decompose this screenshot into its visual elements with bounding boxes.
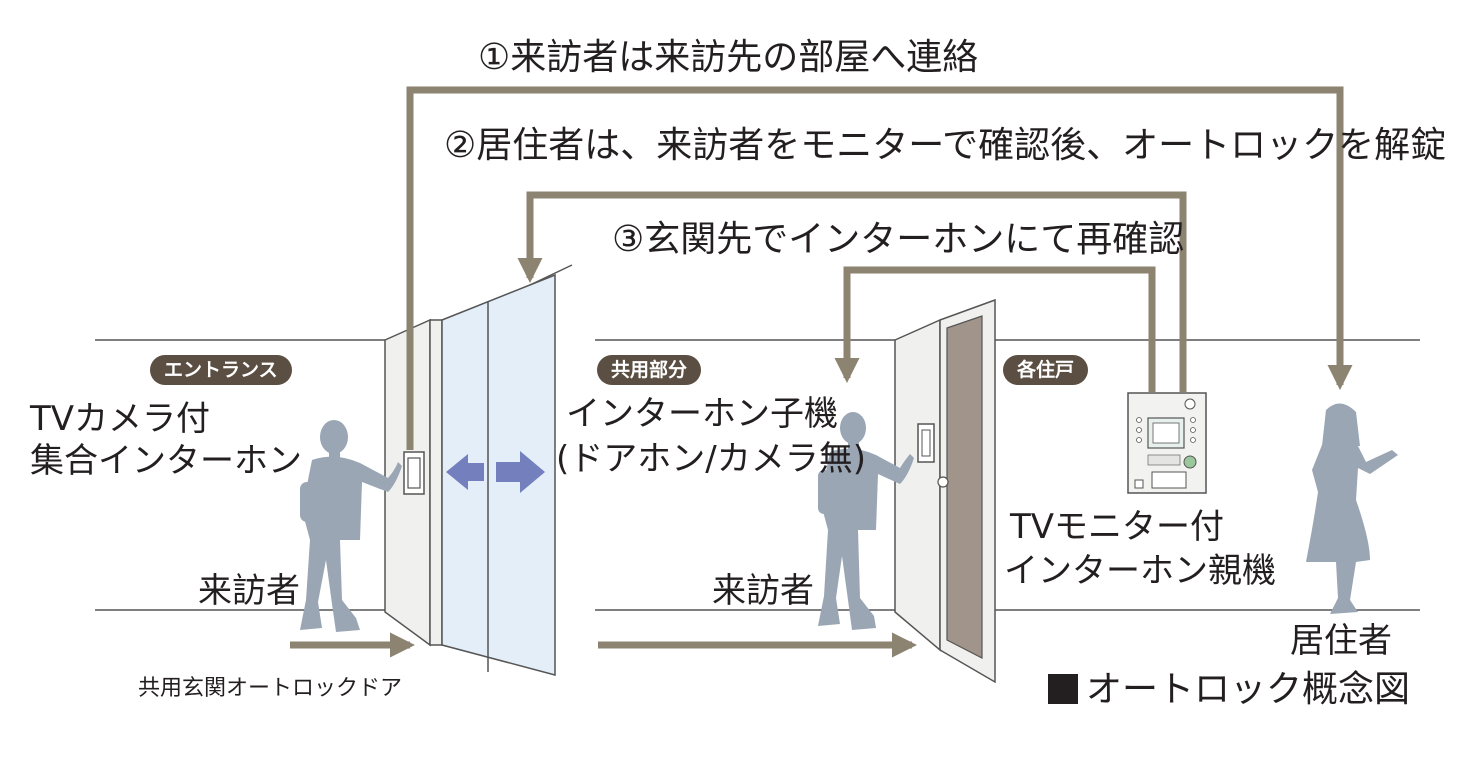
visitor-label-entrance: 来訪者 (198, 571, 300, 611)
visitor-figure-hall (818, 412, 914, 630)
unit-wall-panel (894, 318, 941, 652)
zone-badge-entrance: エントランス (150, 355, 292, 385)
figure-title-text: オートロック概念図 (1086, 669, 1411, 710)
video-monitor-icon (1127, 392, 1207, 494)
zone-badge-common: 共用部分 (597, 355, 702, 385)
step1-text: ①来訪者は来訪先の部屋へ連絡 (478, 37, 979, 78)
unit-door-inner-panel (946, 315, 983, 659)
door-knob-icon (937, 476, 949, 488)
wall-lines (95, 339, 1420, 611)
door-frame (429, 319, 443, 646)
hall-intercom-label-line2: (ドアホン/カメラ無) (556, 439, 866, 479)
unit-door (894, 298, 996, 684)
arrow-left-icon (446, 454, 484, 490)
resident-figure (1306, 403, 1398, 614)
step3-text: ③玄関先でインターホンにて再確認 (612, 219, 1185, 260)
visitor-label-hall: 来訪者 (712, 571, 814, 611)
entrance-intercom-label-line2: 集合インターホン (30, 441, 302, 481)
entrance-intercom-label-line1: TVカメラ付 (30, 399, 211, 439)
resident-label: 居住者 (1290, 621, 1392, 661)
monitor-label-line1: TVモニター付 (1010, 507, 1225, 547)
zone-badge-unit: 各住戸 (1003, 355, 1089, 385)
black-square-icon (1048, 674, 1078, 704)
step3-connector (834, 266, 1156, 392)
intercom-panel-icon (403, 451, 425, 495)
figure-title: オートロック概念図 (1048, 672, 1410, 708)
monitor-label-line2: インターホン親機 (1004, 551, 1276, 591)
visitor-figure-entrance (300, 420, 402, 632)
step2-connector (517, 191, 1187, 392)
step1-connector (406, 86, 1353, 450)
auto-door-label: 共用玄関オートロックドア (138, 676, 403, 701)
arrow-right-icon (496, 451, 545, 493)
hall-intercom-label-line1: インターホン子機 (566, 394, 838, 434)
step2-text: ②居住者は、来訪者をモニターで確認後、オートロックを解錠 (444, 125, 1447, 166)
